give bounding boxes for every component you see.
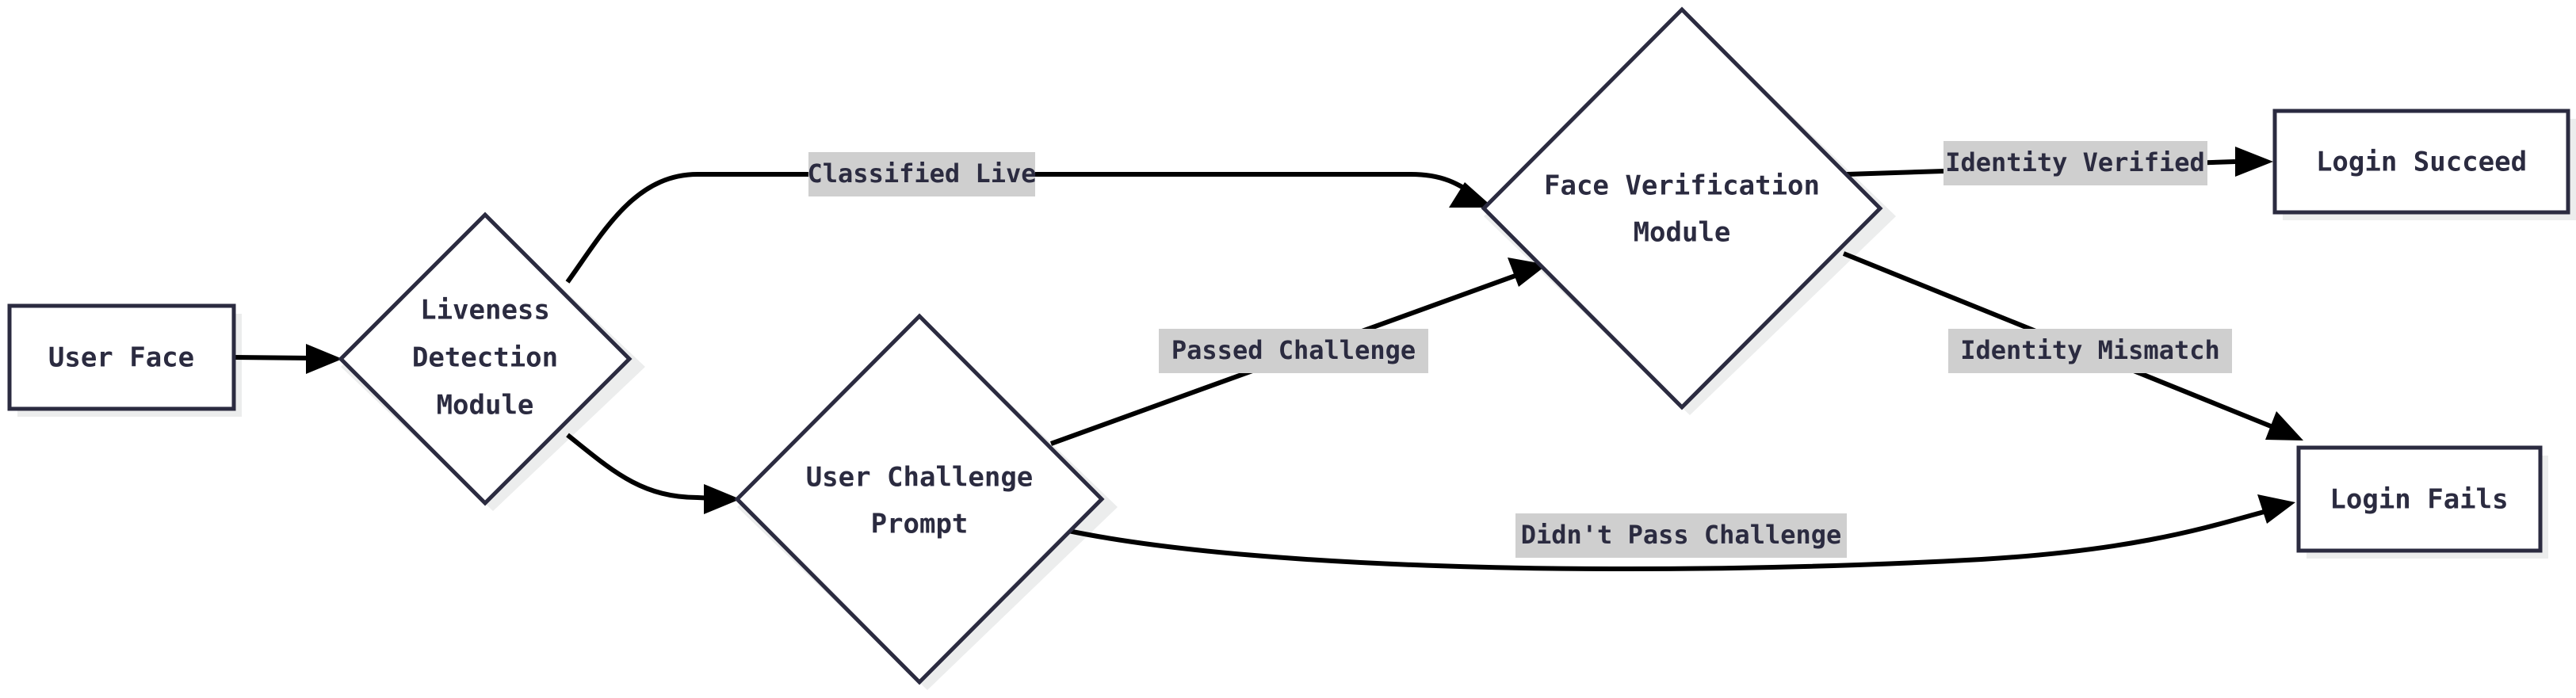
liveness-detection-module-label-line2: Detection	[412, 342, 558, 374]
liveness-detection-module-diamond[interactable]	[338, 212, 633, 506]
login-fails-label: Login Fails	[2329, 484, 2508, 516]
edge-label-identity-verified: Identity Verified	[1943, 141, 2207, 185]
user-face-rect[interactable]	[7, 303, 236, 411]
user-challenge-prompt-diamond[interactable]	[734, 313, 1105, 685]
face-verification-module-label-line2: Module	[1634, 217, 1731, 249]
face-verification-module-diamond[interactable]	[1481, 6, 1883, 410]
user-challenge-prompt-label-line1: User Challenge	[806, 462, 1034, 494]
passed-challenge-label-bg	[1159, 329, 1428, 373]
liveness-detection-module-label-line1: Liveness	[420, 295, 550, 326]
arrowhead-classified-live	[1449, 182, 1493, 208]
node-login-fails[interactable]: Login Fails	[2296, 445, 2543, 553]
face-verification-module-label-line1: Face Verification	[1544, 170, 1820, 202]
arrowhead-identity-mismatch	[2265, 411, 2303, 441]
identity-verified-label-bg	[1943, 141, 2207, 185]
arrowhead-didnt-pass-challenge	[2257, 494, 2295, 524]
identity-verified-label: Identity Verified	[1945, 147, 2205, 177]
node-user-face[interactable]: User Face	[7, 303, 236, 411]
login-succeed-label: Login Succeed	[2316, 147, 2527, 178]
edge-user-challenge-to-login-fails	[1068, 509, 2268, 572]
node-face-verification-module[interactable]: Face Verification Module	[1481, 6, 1883, 410]
didnt-pass-challenge-label: Didn't Pass Challenge	[1521, 520, 1842, 550]
login-succeed-rect[interactable]	[2272, 109, 2570, 215]
identity-mismatch-label: Identity Mismatch	[1960, 335, 2220, 365]
node-user-challenge-prompt[interactable]: User Challenge Prompt	[734, 313, 1105, 685]
edge-label-passed-challenge: Passed Challenge	[1159, 329, 1428, 373]
edge-label-didnt-pass-challenge: Didn't Pass Challenge	[1515, 513, 1847, 558]
edge-label-classified-live: Classified Live	[808, 152, 1037, 196]
node-login-succeed[interactable]: Login Succeed	[2272, 109, 2570, 215]
identity-mismatch-label-bg	[1948, 329, 2232, 373]
edge-liveness-to-face-verification	[565, 172, 1477, 284]
didnt-pass-challenge-label-bg	[1515, 513, 1847, 558]
edge-user-face-to-liveness	[233, 355, 316, 360]
arrowhead-to-liveness	[306, 344, 342, 374]
classified-live-label-bg	[808, 152, 1035, 196]
edge-liveness-to-user-challenge	[566, 433, 716, 501]
arrowhead-identity-verified	[2235, 147, 2273, 177]
login-fails-rect[interactable]	[2296, 445, 2543, 553]
user-face-label: User Face	[48, 342, 194, 374]
edge-label-layer: Classified Live Passed Challenge Didn't …	[808, 141, 2232, 558]
user-challenge-prompt-label-line2: Prompt	[871, 509, 969, 540]
passed-challenge-label: Passed Challenge	[1171, 335, 1416, 365]
node-layer: User Face Liveness Detection Module User…	[7, 6, 2570, 685]
classified-live-label: Classified Live	[808, 158, 1037, 189]
edge-label-identity-mismatch: Identity Mismatch	[1948, 329, 2232, 373]
node-liveness-detection-module[interactable]: Liveness Detection Module	[338, 212, 633, 506]
arrowhead-to-user-challenge	[704, 484, 740, 514]
liveness-detection-module-label-line3: Module	[437, 390, 534, 421]
